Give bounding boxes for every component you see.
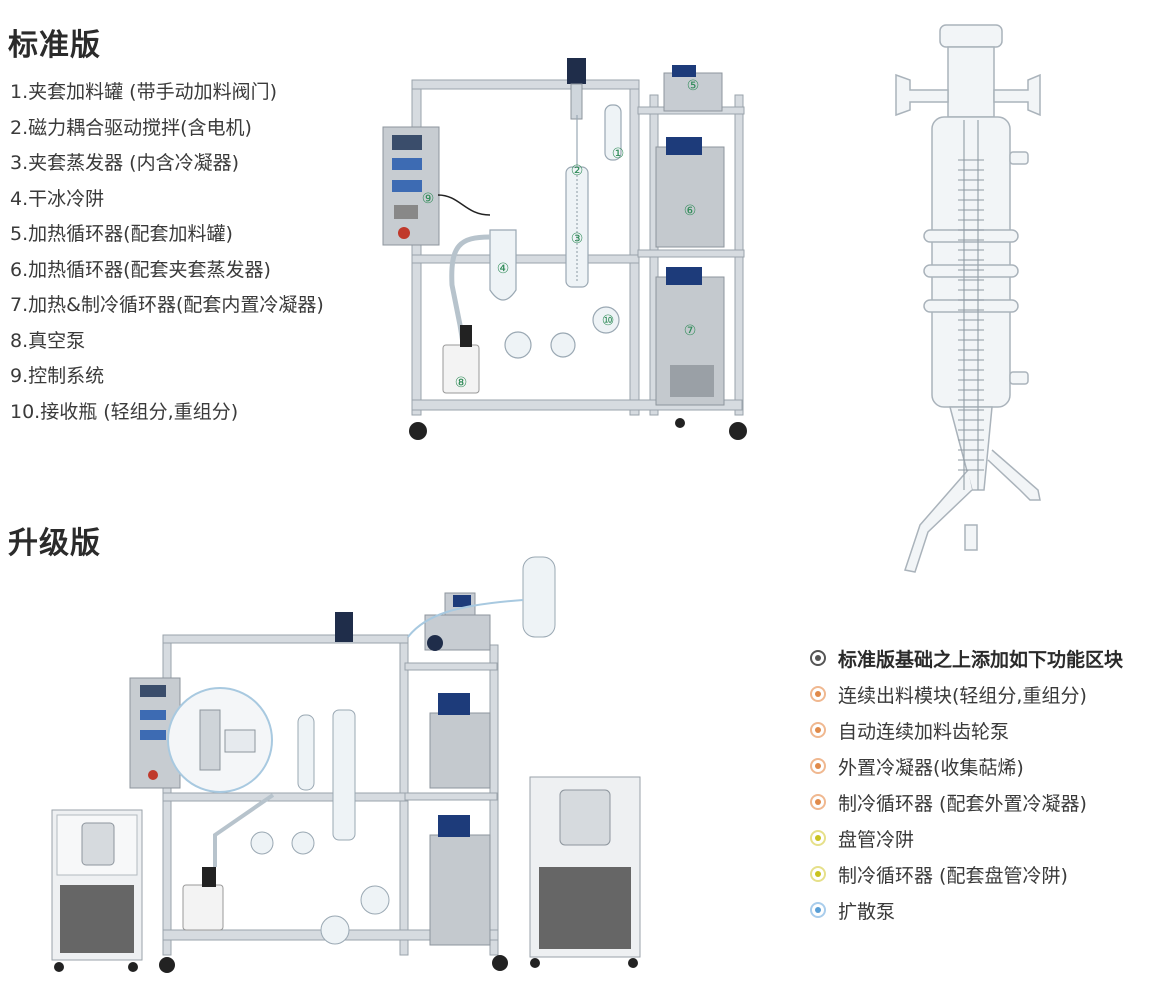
- part-item-6: 6.加热循环器(配套夹套蒸发器): [10, 258, 271, 281]
- marker-3: ③: [571, 231, 584, 247]
- glass-evaporator-column-illustration: [895, 24, 1041, 573]
- stirring-motor: [567, 58, 586, 84]
- heating-cooling-circulator-7: [655, 267, 725, 406]
- feature-label: 制冷循环器 (配套盘管冷阱): [838, 864, 1068, 887]
- bullet-dot-icon: [810, 794, 826, 810]
- bullet-dot-icon: [810, 758, 826, 774]
- left-chiller: [51, 809, 143, 972]
- standard-parts-list: 1.夹套加料罐 (带手动加料阀门) 2.磁力耦合驱动搅拌(含电机) 3.夹套蒸发…: [10, 75, 324, 430]
- bullet-dot-icon: [810, 722, 826, 738]
- feed-tank: [604, 104, 622, 161]
- marker-7: ⑦: [684, 323, 697, 339]
- marker-8: ⑧: [455, 375, 468, 391]
- upgrade-vacuum-pump: [182, 884, 224, 931]
- heating-circulator-6: [655, 137, 725, 248]
- bullet-dot-icon: [810, 866, 826, 882]
- frame-post-mid: [629, 79, 640, 416]
- part-item-5: 5.加热循环器(配套加料罐): [10, 223, 233, 245]
- feature-label: 自动连续加料齿轮泵: [838, 720, 1010, 743]
- feature-item-6: 制冷循环器 (配套盘管冷阱): [810, 856, 1123, 892]
- feature-item-5: 盘管冷阱: [810, 820, 1123, 856]
- bullet-dot-icon: [810, 686, 826, 702]
- part-item-10: 10.接收瓶 (轻组分,重组分): [10, 400, 239, 423]
- feature-label: 标准版基础之上添加如下功能区块: [838, 648, 1124, 671]
- bullet-dot-icon: [810, 650, 826, 666]
- marker-1: ①: [612, 146, 625, 162]
- feature-item-2: 自动连续加料齿轮泵: [810, 712, 1123, 748]
- marker-9: ⑨: [422, 191, 435, 207]
- part-item-7: 7.加热&制冷循环器(配套内置冷凝器): [10, 294, 324, 316]
- external-condenser: [522, 556, 556, 638]
- feature-label: 外置冷凝器(收集萜烯): [838, 756, 1024, 779]
- part-item-1: 1.夹套加料罐 (带手动加料阀门): [10, 81, 277, 103]
- right-chiller: [529, 776, 641, 968]
- feature-item-7: 扩散泵: [810, 892, 1123, 928]
- feature-label: 连续出料模块(轻组分,重组分): [838, 684, 1087, 707]
- bullet-dot-icon: [810, 902, 826, 918]
- marker-10: ⑩: [602, 313, 615, 329]
- receiving-flask: [504, 331, 532, 359]
- upgrade-apparatus-illustration: [51, 556, 641, 973]
- part-item-8: 8.真空泵: [10, 329, 86, 352]
- standard-apparatus-illustration: ① ② ③ ④ ⑤ ⑥ ⑦ ⑧ ⑨ ⑩: [382, 58, 747, 440]
- feature-item-0: 标准版基础之上添加如下功能区块: [810, 640, 1123, 676]
- part-item-4: 4.干冰冷阱: [10, 187, 105, 210]
- part-item-2: 2.磁力耦合驱动搅拌(含电机): [10, 116, 252, 139]
- standard-title: 标准版: [8, 28, 101, 63]
- marker-2: ②: [571, 163, 584, 179]
- gear-pump-and-circulators: [424, 592, 491, 946]
- cold-trap: [489, 229, 517, 301]
- feature-item-3: 外置冷凝器(收集萜烯): [810, 748, 1123, 784]
- upgrade-feature-list: 标准版基础之上添加如下功能区块 连续出料模块(轻组分,重组分) 自动连续加料齿轮…: [810, 640, 1123, 928]
- control-system-box: [382, 126, 440, 246]
- feature-label: 制冷循环器 (配套外置冷凝器): [838, 792, 1087, 815]
- upgrade-title: 升级版: [8, 526, 101, 561]
- feature-label: 扩散泵: [838, 900, 896, 923]
- feature-label: 盘管冷阱: [838, 828, 915, 851]
- marker-5: ⑤: [687, 78, 700, 94]
- caster-wheel: [409, 422, 427, 440]
- marker-4: ④: [497, 261, 510, 277]
- part-item-3: 3.夹套蒸发器 (内含冷凝器): [10, 152, 239, 174]
- bullet-dot-icon: [810, 830, 826, 846]
- part-item-9: 9.控制系统: [10, 365, 105, 387]
- feature-item-1: 连续出料模块(轻组分,重组分): [810, 676, 1123, 712]
- feature-item-4: 制冷循环器 (配套外置冷凝器): [810, 784, 1123, 820]
- heating-circulator-5: [663, 65, 723, 112]
- marker-6: ⑥: [684, 203, 697, 219]
